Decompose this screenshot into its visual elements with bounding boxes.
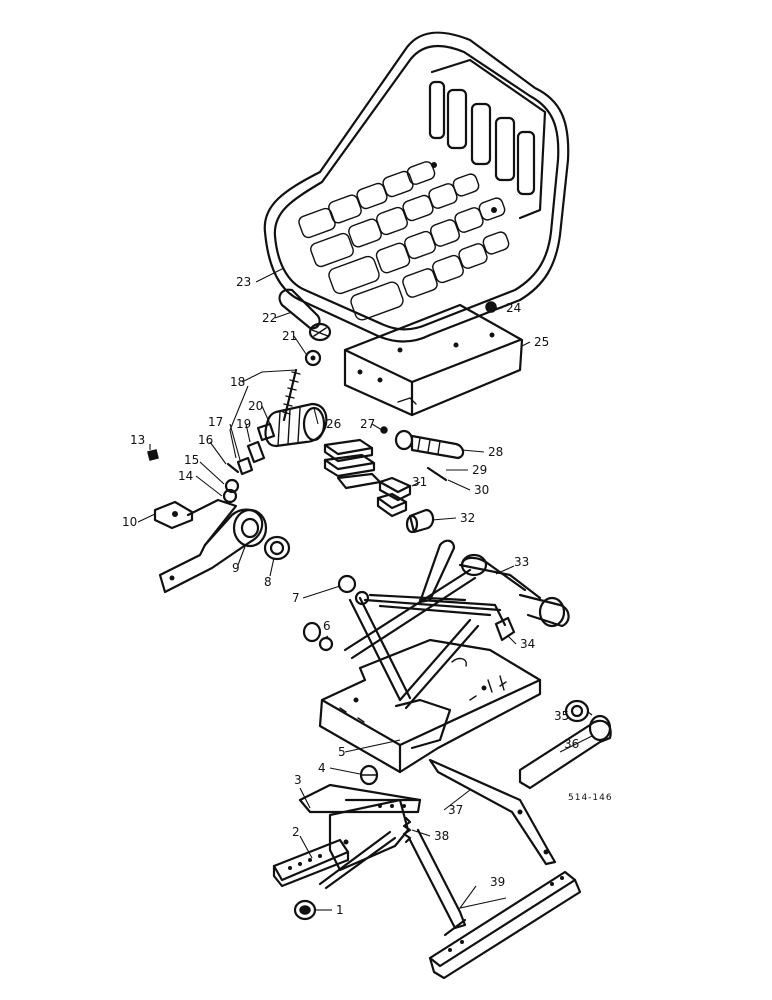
callout-32: 32	[460, 511, 475, 525]
callout-1: 1	[336, 903, 344, 917]
leader-lines	[137, 267, 593, 911]
callout-36: 36	[564, 737, 579, 751]
scissor-mechanism	[302, 539, 570, 774]
callout-39: 39	[490, 875, 505, 889]
small-parts-left	[222, 422, 276, 504]
washer-21	[304, 349, 322, 367]
callout-6: 6	[323, 619, 331, 633]
callout-23: 23	[236, 275, 251, 289]
lever-arm	[158, 498, 268, 594]
callout-22: 22	[262, 311, 277, 325]
figure-reference: 514-146	[568, 793, 613, 803]
spring-38	[402, 816, 412, 844]
bracket-10	[153, 500, 194, 530]
callout-3: 3	[294, 773, 302, 787]
callout-5: 5	[338, 745, 346, 759]
nut-24	[485, 301, 497, 313]
nut-4	[359, 764, 379, 786]
callout-37: 37	[448, 803, 463, 817]
callout-16: 16	[198, 433, 213, 447]
callout-25: 25	[534, 335, 549, 349]
callout-38: 38	[434, 829, 449, 843]
callout-30: 30	[474, 483, 489, 497]
callout-19: 19	[236, 417, 251, 431]
shock-absorber	[380, 426, 465, 482]
threaded-rod	[282, 368, 301, 422]
callout-21: 21	[282, 329, 297, 343]
callout-35: 35	[554, 709, 569, 723]
callout-10: 10	[122, 515, 137, 529]
callout-28: 28	[488, 445, 503, 459]
callout-18: 18	[230, 375, 245, 389]
nut-13	[147, 449, 159, 461]
callout-13: 13	[130, 433, 145, 447]
callout-20: 20	[248, 399, 263, 413]
callout-2: 2	[292, 825, 300, 839]
callout-labels: 1 2 3 4 5 6 7 8 9 10 13 14 15 16 17 18 1…	[122, 275, 579, 917]
adjuster-body	[264, 402, 328, 448]
bushing-32	[405, 508, 435, 534]
callout-8: 8	[264, 575, 272, 589]
callout-9: 9	[232, 561, 240, 575]
callout-15: 15	[184, 453, 199, 467]
seat-pan	[263, 31, 570, 343]
bushing-8	[263, 535, 291, 561]
knob-1	[293, 899, 317, 921]
adjust-handle	[278, 288, 332, 342]
callout-24: 24	[506, 301, 521, 315]
callout-33: 33	[514, 555, 529, 569]
callout-26: 26	[326, 417, 341, 431]
callout-34: 34	[520, 637, 535, 651]
pads-31	[323, 438, 412, 518]
callout-7: 7	[292, 591, 300, 605]
callout-29: 29	[472, 463, 487, 477]
slide-rails	[272, 758, 582, 980]
callout-27: 27	[360, 417, 375, 431]
callout-17: 17	[208, 415, 223, 429]
slide-plate	[343, 303, 524, 417]
handle-36	[518, 699, 612, 790]
callout-4: 4	[318, 761, 326, 775]
callout-14: 14	[178, 469, 193, 483]
callout-31: 31	[412, 475, 427, 489]
